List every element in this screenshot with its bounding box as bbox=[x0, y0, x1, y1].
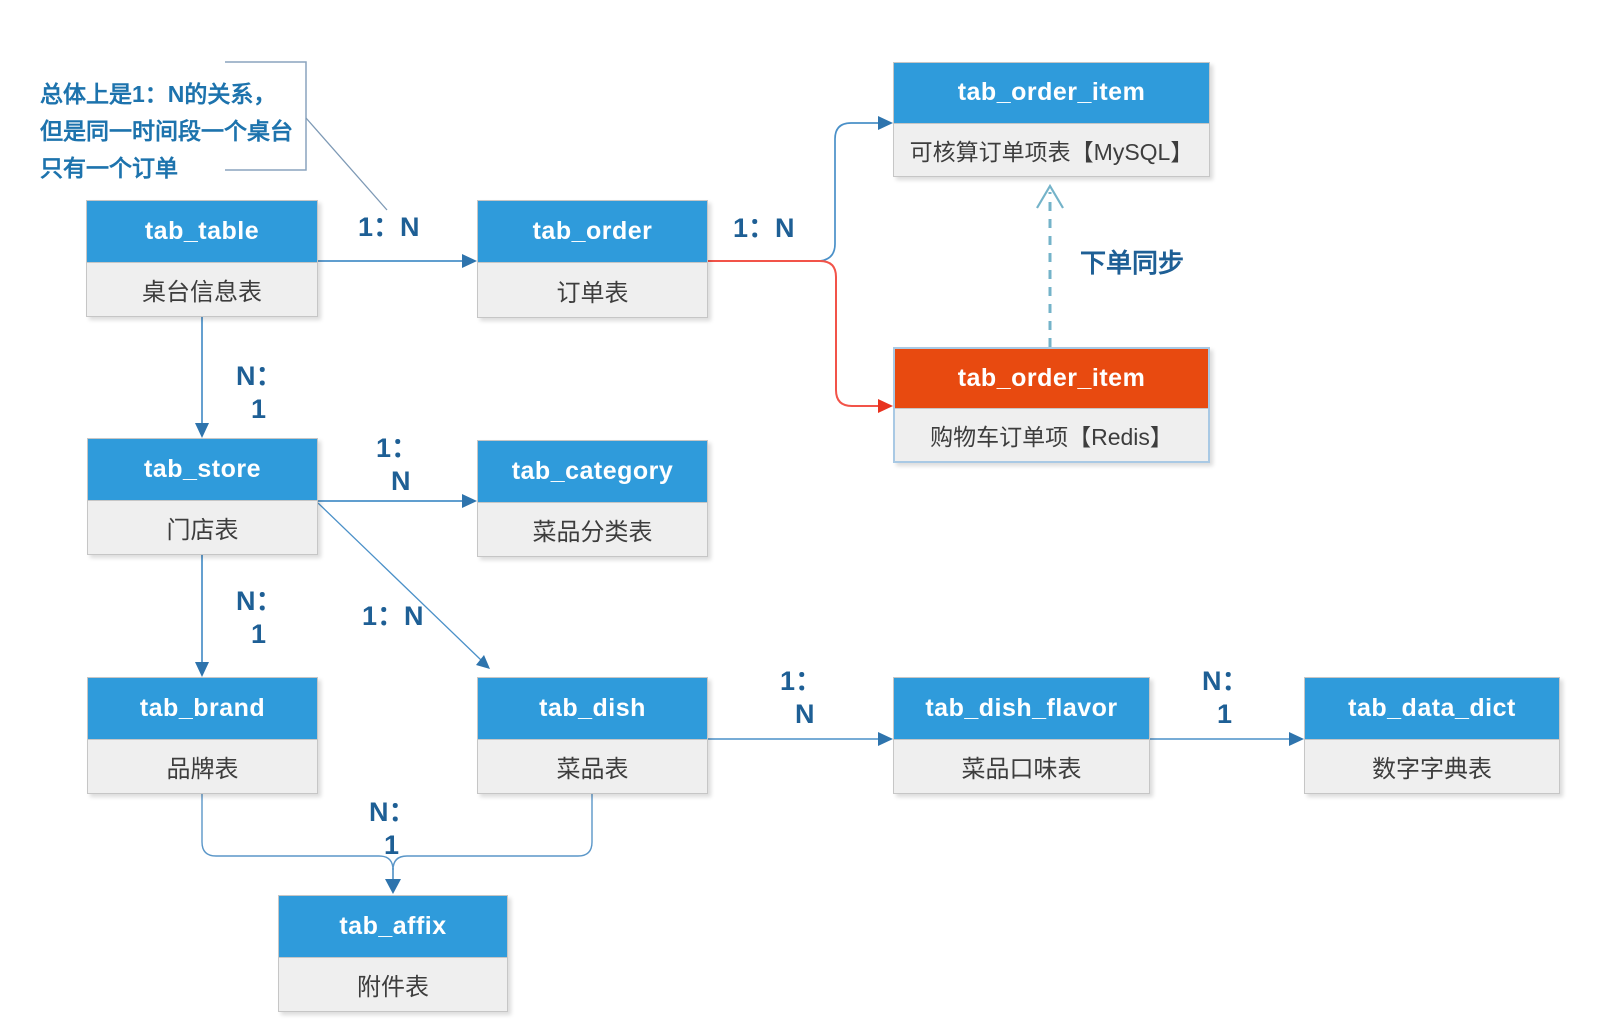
entity-body: 菜品表 bbox=[478, 738, 707, 793]
entity-header: tab_brand bbox=[88, 678, 317, 739]
connector-table-order bbox=[318, 254, 477, 268]
relation-label-brand-dish-affix: N： 1 bbox=[369, 796, 416, 862]
connector-sync-dashed bbox=[1036, 183, 1064, 347]
label-line: 下单同步 bbox=[1080, 248, 1185, 278]
entity-title: tab_store bbox=[143, 454, 262, 483]
entity-header: tab_table bbox=[87, 201, 317, 262]
entity-body: 菜品分类表 bbox=[478, 501, 707, 556]
entity-tab-data-dict[interactable]: tab_data_dict 数字字典表 bbox=[1304, 677, 1560, 794]
connector-order-mysql bbox=[819, 116, 893, 262]
entity-header: tab_affix bbox=[279, 896, 507, 957]
entity-desc: 门店表 bbox=[166, 516, 239, 544]
label-line: 1：N bbox=[733, 213, 795, 243]
label-line: 1： bbox=[376, 433, 419, 463]
entity-header: tab_order bbox=[478, 201, 707, 263]
label-line: N bbox=[795, 699, 815, 729]
connector-store-dish bbox=[317, 502, 490, 669]
entity-tab-affix[interactable]: tab_affix 附件表 bbox=[278, 895, 508, 1012]
entity-title: tab_affix bbox=[339, 911, 447, 940]
sync-label: 下单同步 bbox=[1080, 247, 1184, 280]
label-line: 1 bbox=[251, 619, 267, 649]
entity-title: tab_order_item bbox=[957, 364, 1146, 393]
entity-body: 可核算订单项表【MySQL】 bbox=[894, 122, 1209, 176]
entity-desc: 购物车订单项【Redis】 bbox=[930, 424, 1173, 451]
annotation-line: 只有一个订单 bbox=[40, 155, 178, 181]
entity-body: 购物车订单项【Redis】 bbox=[895, 408, 1208, 461]
label-line: 1： bbox=[780, 666, 823, 696]
relation-label-dish-flavor: 1： N bbox=[780, 665, 822, 731]
entity-desc: 可核算订单项表【MySQL】 bbox=[909, 138, 1194, 165]
label-line: N： bbox=[1202, 666, 1249, 696]
entity-title: tab_data_dict bbox=[1348, 693, 1516, 722]
entity-body: 菜品口味表 bbox=[894, 738, 1149, 793]
entity-title: tab_category bbox=[511, 456, 674, 485]
entity-tab-brand[interactable]: tab_brand 品牌表 bbox=[87, 677, 318, 794]
entity-desc: 菜品口味表 bbox=[961, 755, 1082, 783]
entity-title: tab_dish_flavor bbox=[925, 693, 1118, 722]
entity-desc: 订单表 bbox=[556, 279, 629, 307]
entity-tab-table[interactable]: tab_table 桌台信息表 bbox=[86, 200, 318, 317]
entity-tab-dish-flavor[interactable]: tab_dish_flavor 菜品口味表 bbox=[893, 677, 1150, 794]
entity-desc: 附件表 bbox=[357, 973, 429, 1001]
entity-title: tab_order_item bbox=[957, 78, 1146, 107]
entity-title: tab_table bbox=[144, 216, 260, 245]
entity-desc: 菜品分类表 bbox=[532, 518, 653, 546]
entity-desc: 数字字典表 bbox=[1372, 755, 1492, 783]
annotation-line: 但是同一时间段一个桌台 bbox=[40, 118, 293, 144]
relation-label-table-store: N： 1 bbox=[236, 360, 283, 426]
label-line: N： bbox=[236, 361, 283, 391]
entity-body: 门店表 bbox=[88, 499, 317, 554]
entity-tab-category[interactable]: tab_category 菜品分类表 bbox=[477, 440, 708, 557]
connector-dish-flavor bbox=[708, 732, 893, 746]
label-line: 1：N bbox=[358, 212, 420, 242]
entity-desc: 菜品表 bbox=[556, 755, 629, 783]
annotation-line: 总体上是1：N的关系， bbox=[40, 81, 277, 107]
relation-label-store-dish: 1：N bbox=[362, 600, 424, 633]
entity-tab-order-item-redis[interactable]: tab_order_item 购物车订单项【Redis】 bbox=[893, 347, 1210, 463]
entity-tab-dish[interactable]: tab_dish 菜品表 bbox=[477, 677, 708, 794]
entity-header: tab_data_dict bbox=[1305, 678, 1559, 739]
entity-header: tab_dish bbox=[478, 678, 707, 739]
entity-body: 桌台信息表 bbox=[87, 261, 317, 316]
entity-title: tab_dish bbox=[539, 693, 646, 722]
label-line: N： bbox=[236, 586, 283, 616]
label-line: 1 bbox=[251, 394, 267, 424]
entity-header: tab_store bbox=[88, 439, 317, 500]
entity-tab-order[interactable]: tab_order 订单表 bbox=[477, 200, 708, 318]
entity-body: 附件表 bbox=[279, 956, 507, 1011]
entity-body: 数字字典表 bbox=[1305, 738, 1559, 793]
connector-store-brand bbox=[195, 555, 209, 677]
entity-header: tab_order_item bbox=[895, 349, 1208, 409]
label-line: N bbox=[391, 466, 411, 496]
entity-body: 订单表 bbox=[478, 262, 707, 317]
entity-desc: 品牌表 bbox=[166, 755, 239, 783]
relation-label-flavor-dict: N： 1 bbox=[1202, 665, 1249, 731]
relation-label-store-brand: N： 1 bbox=[236, 585, 283, 651]
label-line: 1 bbox=[384, 830, 400, 860]
entity-desc: 桌台信息表 bbox=[142, 278, 262, 306]
annotation-note: 总体上是1：N的关系， 但是同一时间段一个桌台 只有一个订单 bbox=[40, 76, 293, 187]
entity-header: tab_dish_flavor bbox=[894, 678, 1149, 739]
entity-header: tab_order_item bbox=[894, 63, 1209, 123]
entity-tab-order-item-mysql[interactable]: tab_order_item 可核算订单项表【MySQL】 bbox=[893, 62, 1210, 177]
connector-flavor-dict bbox=[1150, 732, 1304, 746]
entity-body: 品牌表 bbox=[88, 738, 317, 793]
entity-title: tab_order bbox=[532, 217, 653, 246]
label-line: 1：N bbox=[362, 601, 424, 631]
relation-label-store-category: 1： N bbox=[376, 432, 418, 498]
connector-order-redis bbox=[708, 260, 893, 413]
label-line: N： bbox=[369, 797, 416, 827]
entity-header: tab_category bbox=[478, 441, 707, 502]
entity-title: tab_brand bbox=[139, 693, 266, 722]
connector-table-store bbox=[195, 317, 209, 438]
relation-label-table-order: 1：N bbox=[358, 211, 420, 244]
entity-tab-store[interactable]: tab_store 门店表 bbox=[87, 438, 318, 555]
relation-label-order-items: 1：N bbox=[733, 212, 795, 245]
label-line: 1 bbox=[1217, 699, 1233, 729]
